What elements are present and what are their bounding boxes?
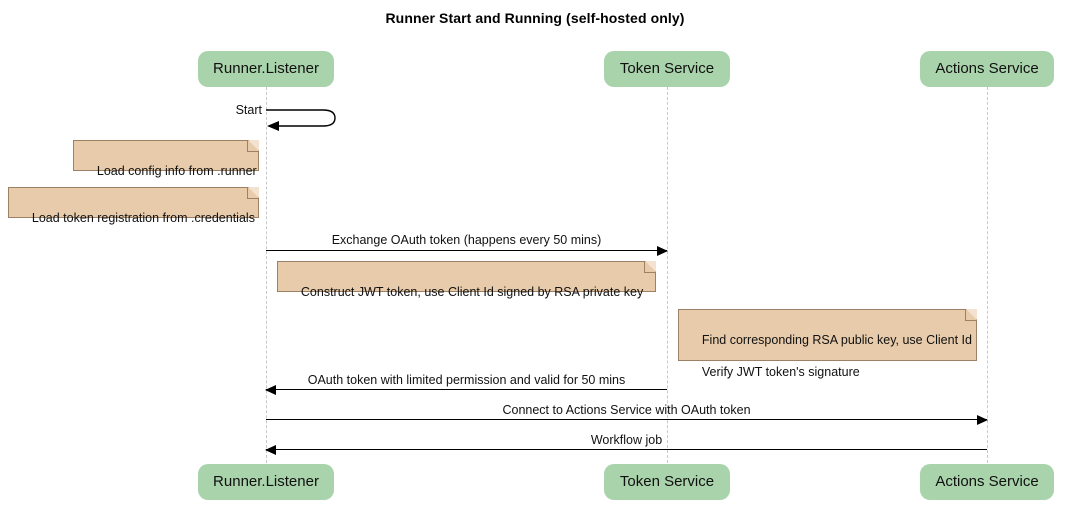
message-oauth-token-return xyxy=(265,385,667,395)
note-construct-jwt: Construct JWT token, use Client Id signe… xyxy=(277,261,656,299)
participant-actions-top[interactable]: Actions Service xyxy=(920,51,1054,87)
note-fold-edge-icon xyxy=(247,140,259,152)
lifeline-runner xyxy=(266,87,267,463)
note-fold-icon xyxy=(248,140,259,151)
note-text-line-1: Find corresponding RSA public key, use C… xyxy=(701,333,972,347)
note-fold-icon xyxy=(966,309,977,320)
participant-runner-top[interactable]: Runner.Listener xyxy=(198,51,334,87)
lifeline-actions xyxy=(987,87,988,463)
message-start xyxy=(265,104,345,132)
participant-runner-bottom[interactable]: Runner.Listener xyxy=(198,464,334,500)
note-text-line-2: Verify JWT token's signature xyxy=(701,365,860,379)
note-text: Load token registration from .credential… xyxy=(31,211,255,225)
message-exchange-oauth-token xyxy=(266,246,668,256)
arrowhead-right-icon xyxy=(977,415,988,425)
message-label-connect: Connect to Actions Service with OAuth to… xyxy=(502,403,751,417)
message-label-start: Start xyxy=(235,103,262,117)
participant-label: Actions Service xyxy=(935,473,1039,490)
participant-label: Runner.Listener xyxy=(213,60,319,77)
participant-label: Token Service xyxy=(619,60,715,77)
note-verify-jwt: Find corresponding RSA public key, use C… xyxy=(678,309,977,379)
note-text: Load config info from .runner xyxy=(96,164,257,178)
page-title: Runner Start and Running (self-hosted on… xyxy=(385,10,685,26)
note-load-token-registration: Load token registration from .credential… xyxy=(8,187,259,225)
message-connect-actions-service xyxy=(266,415,988,425)
message-workflow-job xyxy=(265,445,987,455)
note-fold-edge-icon xyxy=(247,187,259,199)
participant-label: Token Service xyxy=(619,473,715,490)
arrowhead-left-icon xyxy=(265,445,276,455)
participant-label: Actions Service xyxy=(935,60,1039,77)
message-label-exchange: Exchange OAuth token (happens every 50 m… xyxy=(331,233,602,247)
note-load-config: Load config info from .runner xyxy=(73,140,259,178)
note-text: Construct JWT token, use Client Id signe… xyxy=(300,285,644,299)
arrowhead-left-icon xyxy=(265,385,276,395)
participant-label: Runner.Listener xyxy=(213,473,319,490)
note-fold-edge-icon xyxy=(965,309,977,321)
participant-token-bottom[interactable]: Token Service xyxy=(604,464,730,500)
note-fold-edge-icon xyxy=(644,261,656,273)
lifeline-token xyxy=(667,87,668,463)
participant-token-top[interactable]: Token Service xyxy=(604,51,730,87)
message-label-workflow-job: Workflow job xyxy=(590,433,663,447)
note-fold-icon xyxy=(645,261,656,272)
arrowhead-right-icon xyxy=(657,246,668,256)
participant-actions-bottom[interactable]: Actions Service xyxy=(920,464,1054,500)
message-label-oauth-return: OAuth token with limited permission and … xyxy=(307,373,626,387)
note-fold-icon xyxy=(248,187,259,198)
